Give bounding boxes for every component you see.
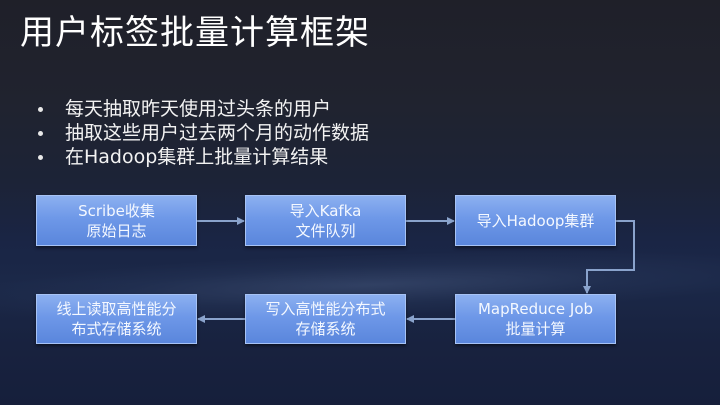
flow-node-kafka: 导入Kafka 文件队列 [245, 195, 406, 246]
node-label-line: 文件队列 [295, 221, 356, 240]
node-label-line: 存储系统 [295, 320, 356, 338]
bullet-list: 每天抽取昨天使用过头条的用户 抽取这些用户过去两个月的动作数据 在Hadoop集… [38, 97, 369, 169]
bullet-dot-icon [38, 154, 43, 160]
bullet-dot-icon [38, 130, 43, 136]
bullet-text: 每天抽取昨天使用过头条的用户 [65, 98, 332, 120]
bullet-text: 在Hadoop集群上批量计算结果 [65, 146, 329, 168]
node-label-line: 原始日志 [86, 221, 147, 240]
bullet-item: 每天抽取昨天使用过头条的用户 [38, 97, 369, 121]
flow-node-read-storage: 线上读取高性能分 布式存储系统 [36, 294, 197, 344]
node-label-line: 线上读取高性能分 [56, 300, 177, 318]
node-label-line: 导入Kafka [289, 201, 362, 220]
node-label-line: 布式存储系统 [71, 320, 162, 338]
bullet-text: 抽取这些用户过去两个月的动作数据 [65, 122, 370, 144]
flow-node-hadoop: 导入Hadoop集群 [455, 195, 616, 246]
flow-node-scribe: Scribe收集 原始日志 [36, 195, 197, 246]
flow-node-write-storage: 写入高性能分布式 存储系统 [245, 294, 406, 344]
slide-title: 用户标签批量计算框架 [20, 13, 370, 53]
bullet-item: 在Hadoop集群上批量计算结果 [38, 145, 369, 169]
node-label-line: 批量计算 [505, 320, 566, 338]
node-label-line: 导入Hadoop集群 [476, 211, 595, 230]
flow-node-mapreduce: MapReduce Job 批量计算 [455, 294, 616, 344]
node-label-line: MapReduce Job [477, 300, 594, 318]
bullet-dot-icon [38, 106, 43, 112]
bullet-item: 抽取这些用户过去两个月的动作数据 [38, 121, 369, 145]
node-label-line: Scribe收集 [78, 201, 155, 220]
node-label-line: 写入高性能分布式 [265, 300, 386, 318]
